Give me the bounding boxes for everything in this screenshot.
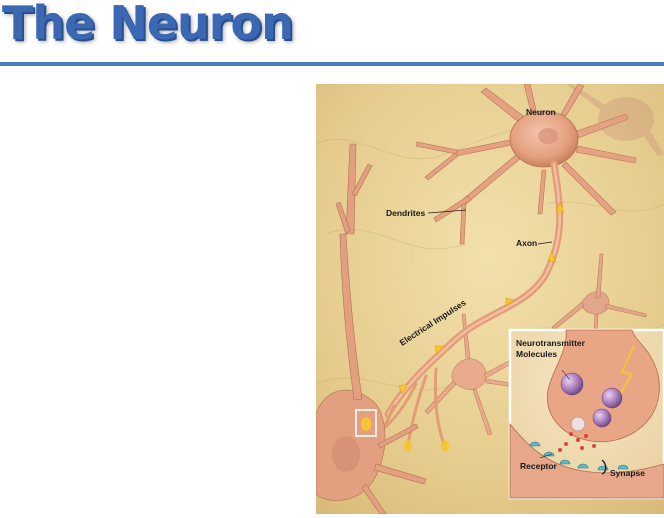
main-axon-highlight	[386, 162, 561, 416]
svg-text:Neurotransmitter: Neurotransmitter	[516, 338, 586, 348]
slide-title: The Neuron	[2, 0, 294, 50]
main-neuron-nucleus	[538, 128, 558, 144]
svg-text:Synapse: Synapse	[610, 468, 645, 478]
svg-text:Receptor: Receptor	[520, 461, 558, 471]
svg-text:Axon: Axon	[516, 238, 537, 248]
label-neurotransmitter-molecules: Neurotransmitter Molecules	[516, 338, 586, 359]
synapse-highlight-box	[355, 409, 377, 437]
svg-text:Dendrites: Dendrites	[386, 208, 425, 218]
label-axon: Axon	[516, 238, 553, 248]
synapse-inset	[508, 328, 664, 500]
title-divider	[0, 62, 664, 66]
main-neuron-dendrites	[415, 84, 637, 245]
label-synapse: Synapse	[610, 468, 645, 478]
label-receptor: Receptor	[520, 461, 558, 471]
synapse-spot	[361, 417, 371, 431]
neuron-illustration: Neuron Dendrites Axon Electrical Impulse…	[316, 84, 664, 514]
impulse-markers	[398, 201, 565, 395]
svg-text:Molecules: Molecules	[516, 349, 557, 359]
svg-text:Neuron: Neuron	[526, 107, 556, 117]
background-neuron-small	[551, 253, 647, 355]
receiving-neuron-nucleus	[332, 436, 360, 472]
label-neuron: Neuron	[526, 107, 556, 117]
label-dendrites: Dendrites	[386, 208, 467, 218]
